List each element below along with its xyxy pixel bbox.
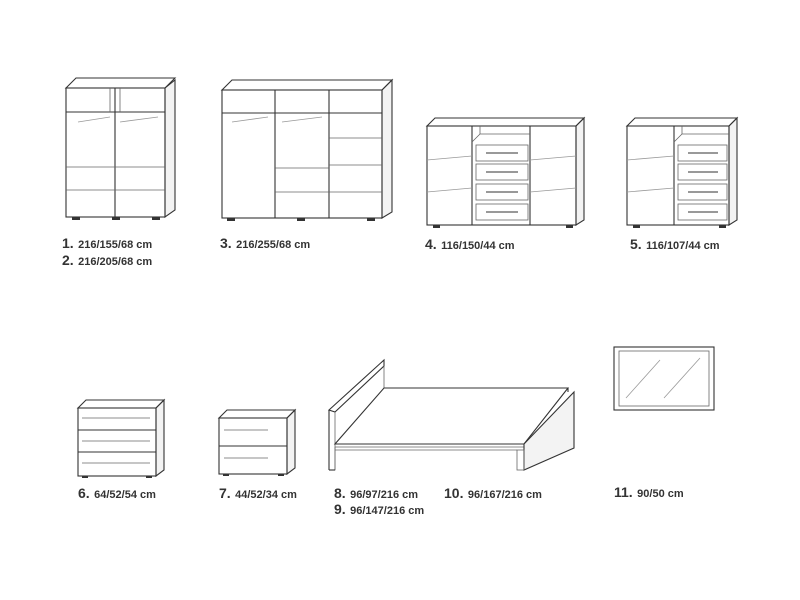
- wall-mirror-icon: [613, 346, 715, 411]
- item-number: 5.: [630, 236, 642, 252]
- item-number: 7.: [219, 485, 231, 501]
- item-number: 4.: [425, 236, 437, 252]
- item-1-label: 1. 216/155/68 cm: [62, 235, 152, 253]
- item-number: 3.: [220, 235, 232, 251]
- item-5-label: 5. 116/107/44 cm: [630, 236, 720, 254]
- item-number: 8.: [334, 485, 346, 501]
- item-dimensions: 116/107/44 cm: [646, 240, 720, 252]
- item-11-label: 11. 90/50 cm: [614, 484, 684, 502]
- item-number: 10.: [444, 485, 464, 501]
- item-dimensions: 216/255/68 cm: [236, 239, 311, 251]
- item-dimensions: 116/150/44 cm: [441, 240, 515, 252]
- item-dimensions: 90/50 cm: [637, 488, 684, 500]
- wardrobe-three-door-icon: [220, 78, 394, 221]
- highboard-wide-icon: [425, 116, 586, 228]
- item-6-label: 6. 64/52/54 cm: [78, 485, 156, 503]
- item-7-label: 7. 44/52/34 cm: [219, 485, 297, 503]
- chest-three-drawer-icon: [76, 398, 166, 478]
- item-3-label: 3. 216/255/68 cm: [220, 235, 310, 253]
- item-number: 2.: [62, 252, 74, 268]
- item-dimensions: 64/52/54 cm: [94, 489, 156, 501]
- item-dimensions: 216/155/68 cm: [78, 239, 153, 251]
- wardrobe-two-door-icon: [64, 77, 177, 220]
- highboard-narrow-icon: [625, 116, 739, 228]
- item-dimensions: 96/167/216 cm: [467, 489, 542, 501]
- item-10-label: 10. 96/167/216 cm: [444, 485, 542, 503]
- item-dimensions: 96/97/216 cm: [350, 489, 419, 501]
- item-dimensions: 216/205/68 cm: [78, 256, 153, 268]
- item-dimensions: 44/52/34 cm: [235, 489, 297, 501]
- item-4-label: 4. 116/150/44 cm: [425, 236, 515, 254]
- item-number: 11.: [614, 484, 633, 500]
- item-number: 9.: [334, 501, 346, 517]
- nightstand-two-drawer-icon: [217, 408, 297, 476]
- item-8-label: 8. 96/97/216 cm: [334, 485, 418, 503]
- bed-icon: [327, 358, 575, 471]
- item-2-label: 2. 216/205/68 cm: [62, 252, 152, 270]
- item-number: 1.: [62, 235, 74, 251]
- item-9-label: 9. 96/147/216 cm: [334, 501, 424, 519]
- item-dimensions: 96/147/216 cm: [350, 505, 425, 517]
- item-number: 6.: [78, 485, 90, 501]
